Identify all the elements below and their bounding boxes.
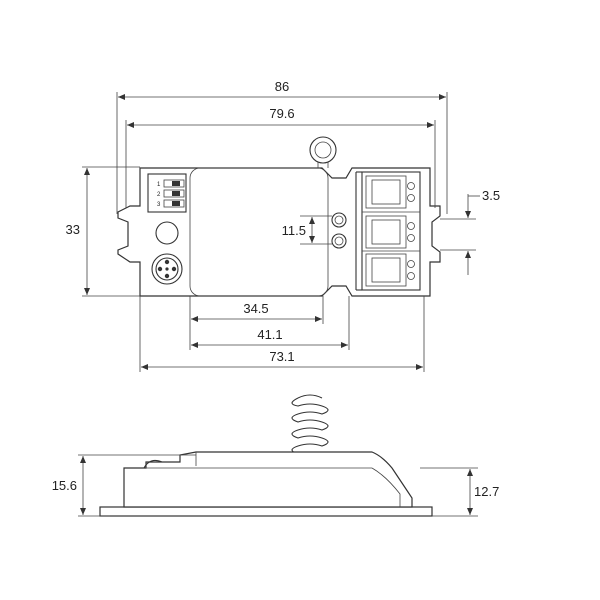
base-plate bbox=[99, 506, 433, 517]
dim-body-height: 12.7 bbox=[474, 484, 499, 499]
potentiometer-knob bbox=[155, 221, 179, 245]
dim-73-1: 73.1 bbox=[269, 349, 294, 364]
terminal-block bbox=[355, 171, 421, 291]
top-view-outline bbox=[117, 167, 441, 297]
dim-inner-width: 79.6 bbox=[269, 106, 294, 121]
dimension-lines bbox=[84, 94, 480, 370]
dim-led-spacing: 11.5 bbox=[282, 223, 306, 238]
dim-height: 33 bbox=[66, 222, 80, 237]
inner-panel bbox=[189, 167, 329, 297]
antenna-loop bbox=[309, 136, 337, 168]
dim-total-height: 15.6 bbox=[52, 478, 77, 493]
dim-41-1: 41.1 bbox=[257, 327, 282, 342]
sensor bbox=[151, 253, 183, 285]
dim-overall-width: 86 bbox=[275, 79, 289, 94]
dip-label-1: 1 bbox=[157, 182, 161, 188]
extension-lines bbox=[82, 92, 476, 372]
side-view: 15.6 12.7 bbox=[52, 394, 499, 517]
dip-label-2: 2 bbox=[157, 192, 161, 198]
top-view: 1 2 3 bbox=[66, 79, 500, 372]
dim-terminal-offset: 3.5 bbox=[482, 188, 500, 203]
dip-label-3: 3 bbox=[157, 202, 161, 208]
dip-switch: 1 2 3 bbox=[147, 173, 187, 213]
led-indicators bbox=[331, 212, 347, 249]
dim-34-5: 34.5 bbox=[243, 301, 268, 316]
side-body bbox=[123, 451, 413, 508]
